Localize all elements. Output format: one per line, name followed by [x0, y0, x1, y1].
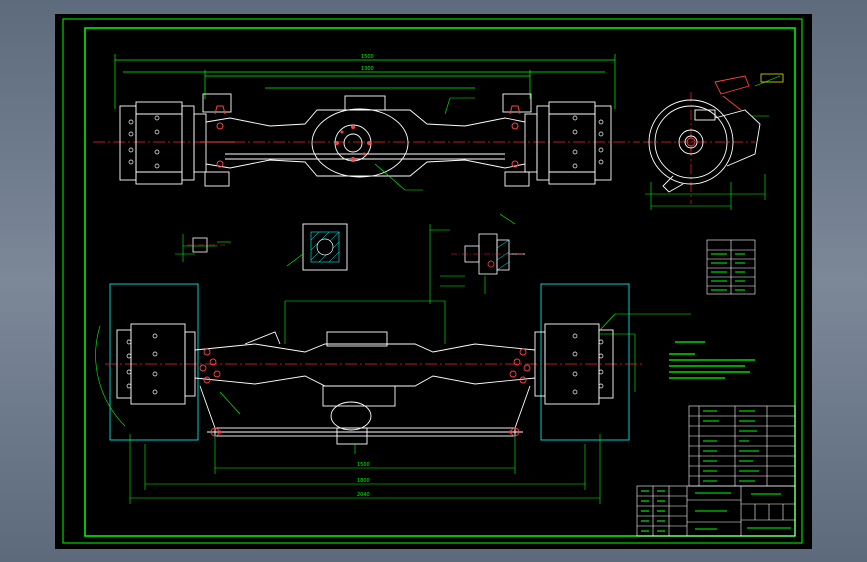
svg-text:1300: 1300: [361, 66, 374, 72]
bill-of-materials: [688, 405, 796, 487]
svg-text:2040: 2040: [357, 492, 370, 498]
svg-text:1800: 1800: [357, 478, 370, 484]
bom-cells: [703, 410, 759, 482]
svg-text:1500: 1500: [361, 54, 374, 60]
svg-text:1500: 1500: [357, 462, 370, 468]
cad-drawing: 1500 1300: [62, 18, 803, 544]
axle-front-view: 1500 1300: [93, 54, 640, 191]
technical-notes: [669, 341, 755, 379]
cad-viewport[interactable]: 1500 1300: [55, 14, 812, 549]
parts-table-cells: [711, 253, 745, 291]
detail-section-c: [429, 213, 525, 304]
detail-section-a: [286, 223, 348, 271]
axle-plan-view: 1500 1800 2040: [95, 283, 691, 504]
axle-side-view: [643, 73, 784, 210]
detail-section-b: [175, 234, 231, 262]
title-block-cells: [641, 490, 791, 532]
parts-table: [706, 239, 756, 295]
drawing-frame: [62, 18, 803, 544]
title-block: [636, 485, 796, 537]
